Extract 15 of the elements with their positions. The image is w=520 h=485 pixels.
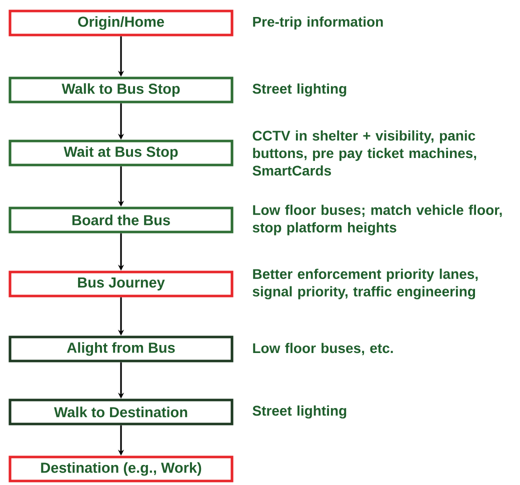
step-box: Destination (e.g., Work) <box>8 456 234 482</box>
note-text: Better enforcement priority lanes, signal priority, traffic engineering <box>252 268 478 300</box>
step-box: Wait at Bus Stop <box>8 140 234 166</box>
step-box: Alight from Bus <box>8 336 234 362</box>
note-text: Low floor buses, etc. <box>253 342 393 356</box>
step-box: Bus Journey <box>8 270 234 298</box>
note-text: CCTV in shelter + visibility, panic buttons, pre pay ticket machines, SmartCards <box>252 130 476 176</box>
step-box: Walk to Destination <box>8 398 234 426</box>
step-box: Board the Bus <box>8 206 234 234</box>
note-text: Street lighting <box>252 405 346 419</box>
note-text: Low floor buses; match vehicle floor, stop platform heights <box>252 204 502 236</box>
step-box: Walk to Bus Stop <box>8 76 234 104</box>
step-box: Origin/Home <box>8 10 234 36</box>
note-text: Street lighting <box>252 83 346 97</box>
note-text: Pre-trip information <box>253 16 383 30</box>
